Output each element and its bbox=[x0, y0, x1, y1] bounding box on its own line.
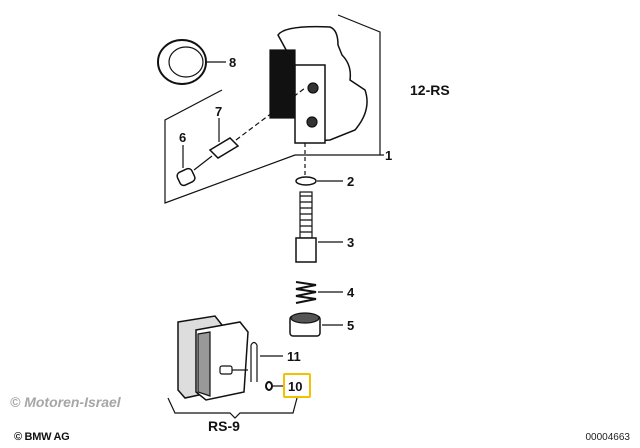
callout-3[interactable]: 3 bbox=[347, 235, 355, 250]
callout-5[interactable]: 5 bbox=[347, 318, 355, 333]
callout-2[interactable]: 2 bbox=[347, 174, 355, 189]
group-label-rs-9: RS-9 bbox=[208, 418, 240, 434]
callout-10[interactable]: 10 bbox=[288, 379, 303, 394]
cap-part-8 bbox=[157, 39, 226, 85]
callout-1[interactable]: 1 bbox=[385, 148, 393, 163]
upper-group-bracket bbox=[164, 14, 384, 204]
piston-part-3 bbox=[295, 191, 343, 263]
spring-part-4 bbox=[295, 281, 343, 304]
watermark: © Motoren-Israel bbox=[10, 394, 121, 410]
callout-8[interactable]: 8 bbox=[229, 55, 237, 70]
callout-highlight-box bbox=[283, 373, 311, 398]
group-label-12-rs: 12-RS bbox=[410, 82, 450, 98]
o-ring-part-2 bbox=[295, 176, 317, 186]
callout-4[interactable]: 4 bbox=[347, 285, 355, 300]
bleeder-part-7 bbox=[208, 87, 306, 159]
dust-cap-part-6 bbox=[176, 145, 213, 187]
diagram-number: 00004663 bbox=[585, 432, 631, 443]
brake-pads-rs9 bbox=[167, 315, 298, 419]
callout-6[interactable]: 6 bbox=[179, 130, 187, 145]
copyright: © BMW AG bbox=[14, 431, 70, 443]
housing-part-1 bbox=[269, 25, 368, 175]
callout-7[interactable]: 7 bbox=[215, 104, 223, 119]
plug-part-5 bbox=[289, 312, 343, 337]
callout-11[interactable]: 11 bbox=[287, 349, 301, 364]
